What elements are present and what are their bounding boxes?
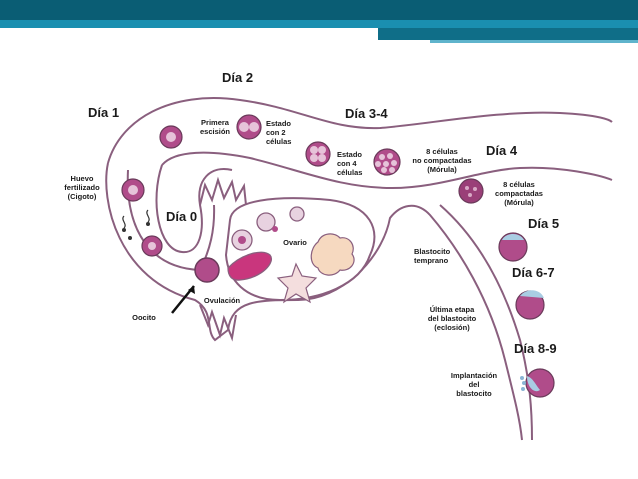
header-accent <box>378 28 638 40</box>
two-cell-label: Estado con 2 células <box>266 119 292 146</box>
four-cell-stage <box>305 141 331 167</box>
morula-compacted <box>458 178 484 204</box>
day-1-label: Día 1 <box>88 105 120 120</box>
day-0-label: Día 0 <box>166 209 198 224</box>
day-8-9-label: Día 8-9 <box>514 341 557 356</box>
follicle <box>289 206 305 222</box>
header-stripe <box>0 20 638 28</box>
fimbriae-bottom <box>199 304 237 342</box>
ovary-label: Ovario <box>283 238 307 247</box>
fimbriae <box>199 176 247 206</box>
hatching-label: Última etapa del blastocito (eclosión) <box>427 305 477 332</box>
early-blastocyst-label: Blastocito temprano <box>414 247 451 265</box>
sperm-cells <box>122 209 150 240</box>
tract-right-wall <box>439 204 533 441</box>
oocyte-label: Oocito <box>132 313 156 322</box>
day-2-label: Día 2 <box>222 70 254 85</box>
oocyte <box>194 257 220 283</box>
fertilized-egg-tube <box>141 235 163 257</box>
day-5-label: Día 5 <box>528 216 560 231</box>
corpus-luteum <box>310 233 355 276</box>
uncompacted-morula-label: 8 células no compactadas (Mórula) <box>412 147 472 174</box>
zygote-label: Huevo fertilizado (Cigoto) <box>64 174 100 201</box>
tube-inner-curve <box>126 169 216 272</box>
tract-inner-top <box>161 151 613 190</box>
early-blastocyst <box>498 232 528 262</box>
oocito-arrowhead <box>188 286 195 294</box>
ovulation-label: Ovulación <box>203 296 241 305</box>
header-bar <box>0 0 638 20</box>
follicle <box>256 212 276 232</box>
morula-uncompacted <box>373 148 401 176</box>
tract-top-outline <box>107 97 613 164</box>
compacted-morula-label: 8 células compactadas (Mórula) <box>495 180 543 207</box>
first-cleavage-label: Primera escisión <box>199 118 230 136</box>
header-accent-line <box>430 40 638 43</box>
four-cell-label: Estado con 4 células <box>337 150 363 177</box>
day-6-7-label: Día 6-7 <box>512 265 555 280</box>
implanting-blastocyst <box>520 368 555 398</box>
zygote <box>121 178 145 202</box>
first-cleavage-cell <box>159 125 183 149</box>
implantation-label: Implantación del blastocito <box>450 371 498 398</box>
ruptured-follicle <box>227 251 272 281</box>
day-4-label: Día 4 <box>486 143 518 158</box>
follicle <box>272 226 278 232</box>
follicle <box>238 236 246 244</box>
corpus-albicans <box>276 262 318 304</box>
tube-inner-loop <box>155 164 233 254</box>
day-3-4-label: Día 3-4 <box>345 106 388 121</box>
hatching-blastocyst <box>515 290 545 320</box>
two-cell-stage <box>236 114 262 140</box>
